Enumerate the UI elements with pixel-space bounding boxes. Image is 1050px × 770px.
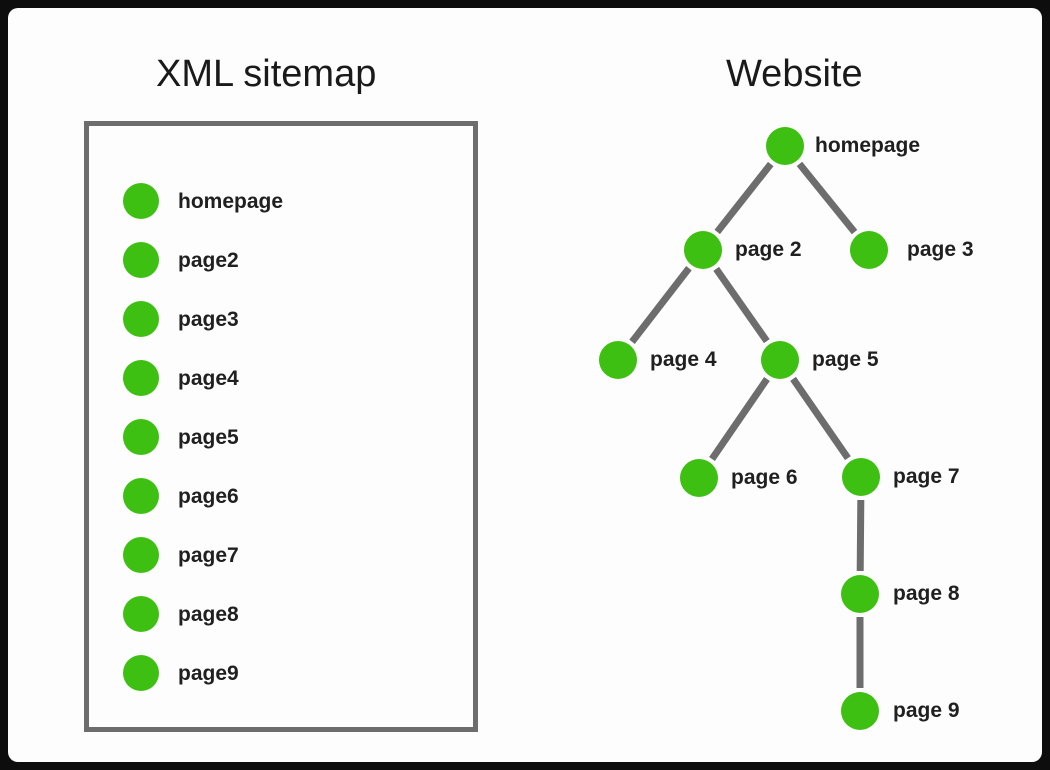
list-item-label: page8 <box>178 602 239 626</box>
tree-node-page3[interactable] <box>850 231 888 269</box>
xml-sitemap-box: homepage page2 page3 page4 page5 page6 page7 pa… <box>84 121 478 732</box>
green-circle-icon <box>123 242 159 278</box>
xml-sitemap-list: homepage page2 page3 page4 page5 page6 page7 pa… <box>89 126 473 727</box>
tree-node-page9[interactable] <box>841 692 879 730</box>
list-item[interactable]: page3 <box>123 301 239 337</box>
tree-node-label: page 2 <box>735 238 802 261</box>
green-circle-icon <box>123 183 159 219</box>
list-item[interactable]: page2 <box>123 242 239 278</box>
tree-node-page6[interactable] <box>680 459 718 497</box>
list-item[interactable]: page5 <box>123 419 239 455</box>
list-item-label: page9 <box>178 661 239 685</box>
green-circle-icon <box>123 419 159 455</box>
tree-node-label: page 3 <box>907 238 974 261</box>
list-item[interactable]: page8 <box>123 596 239 632</box>
list-item-label: page7 <box>178 543 239 567</box>
tree-edge <box>709 376 770 462</box>
list-item[interactable]: homepage <box>123 183 283 219</box>
page-surface: XML sitemap homepage page2 page3 page4 page5… <box>8 8 1042 762</box>
tree-edge <box>629 266 692 344</box>
tree-node-page5[interactable] <box>761 341 799 379</box>
tree-node-label: homepage <box>815 134 921 157</box>
tree-node-page4[interactable] <box>599 341 637 379</box>
list-item-label: page6 <box>178 484 239 508</box>
tree-node-homepage[interactable] <box>766 127 804 165</box>
green-circle-icon <box>123 596 159 632</box>
list-item-label: homepage <box>178 189 284 213</box>
list-item[interactable]: page9 <box>123 655 239 691</box>
list-item[interactable]: page7 <box>123 537 239 573</box>
tree-edge <box>790 376 851 461</box>
list-item-label: page4 <box>178 366 239 390</box>
tree-node-page7[interactable] <box>842 458 880 496</box>
tree-edge <box>856 499 865 572</box>
list-item-label: page5 <box>178 425 239 449</box>
tree-node-page8[interactable] <box>841 575 879 613</box>
xml-sitemap-title: XML sitemap <box>156 53 377 95</box>
tree-node-label: page 5 <box>812 348 879 371</box>
tree-node-label: page 9 <box>893 699 960 722</box>
green-circle-icon <box>123 478 159 514</box>
tree-node-label: page 7 <box>893 465 960 488</box>
green-circle-icon <box>123 301 159 337</box>
tree-node-page2[interactable] <box>684 231 722 269</box>
list-item[interactable]: page4 <box>123 360 239 396</box>
list-item[interactable]: page6 <box>123 478 239 514</box>
website-title: Website <box>726 53 863 95</box>
list-item-label: page2 <box>178 248 239 272</box>
tree-node-label: page 8 <box>893 582 960 605</box>
tree-edge <box>796 161 858 235</box>
tree-edge <box>714 161 774 235</box>
list-item-label: page3 <box>178 307 239 331</box>
green-circle-icon <box>123 537 159 573</box>
green-circle-icon <box>123 360 159 396</box>
tree-node-label: page 6 <box>731 466 798 489</box>
green-circle-icon <box>123 655 159 691</box>
tree-node-label: page 4 <box>650 348 717 371</box>
tree-edge <box>713 266 770 344</box>
